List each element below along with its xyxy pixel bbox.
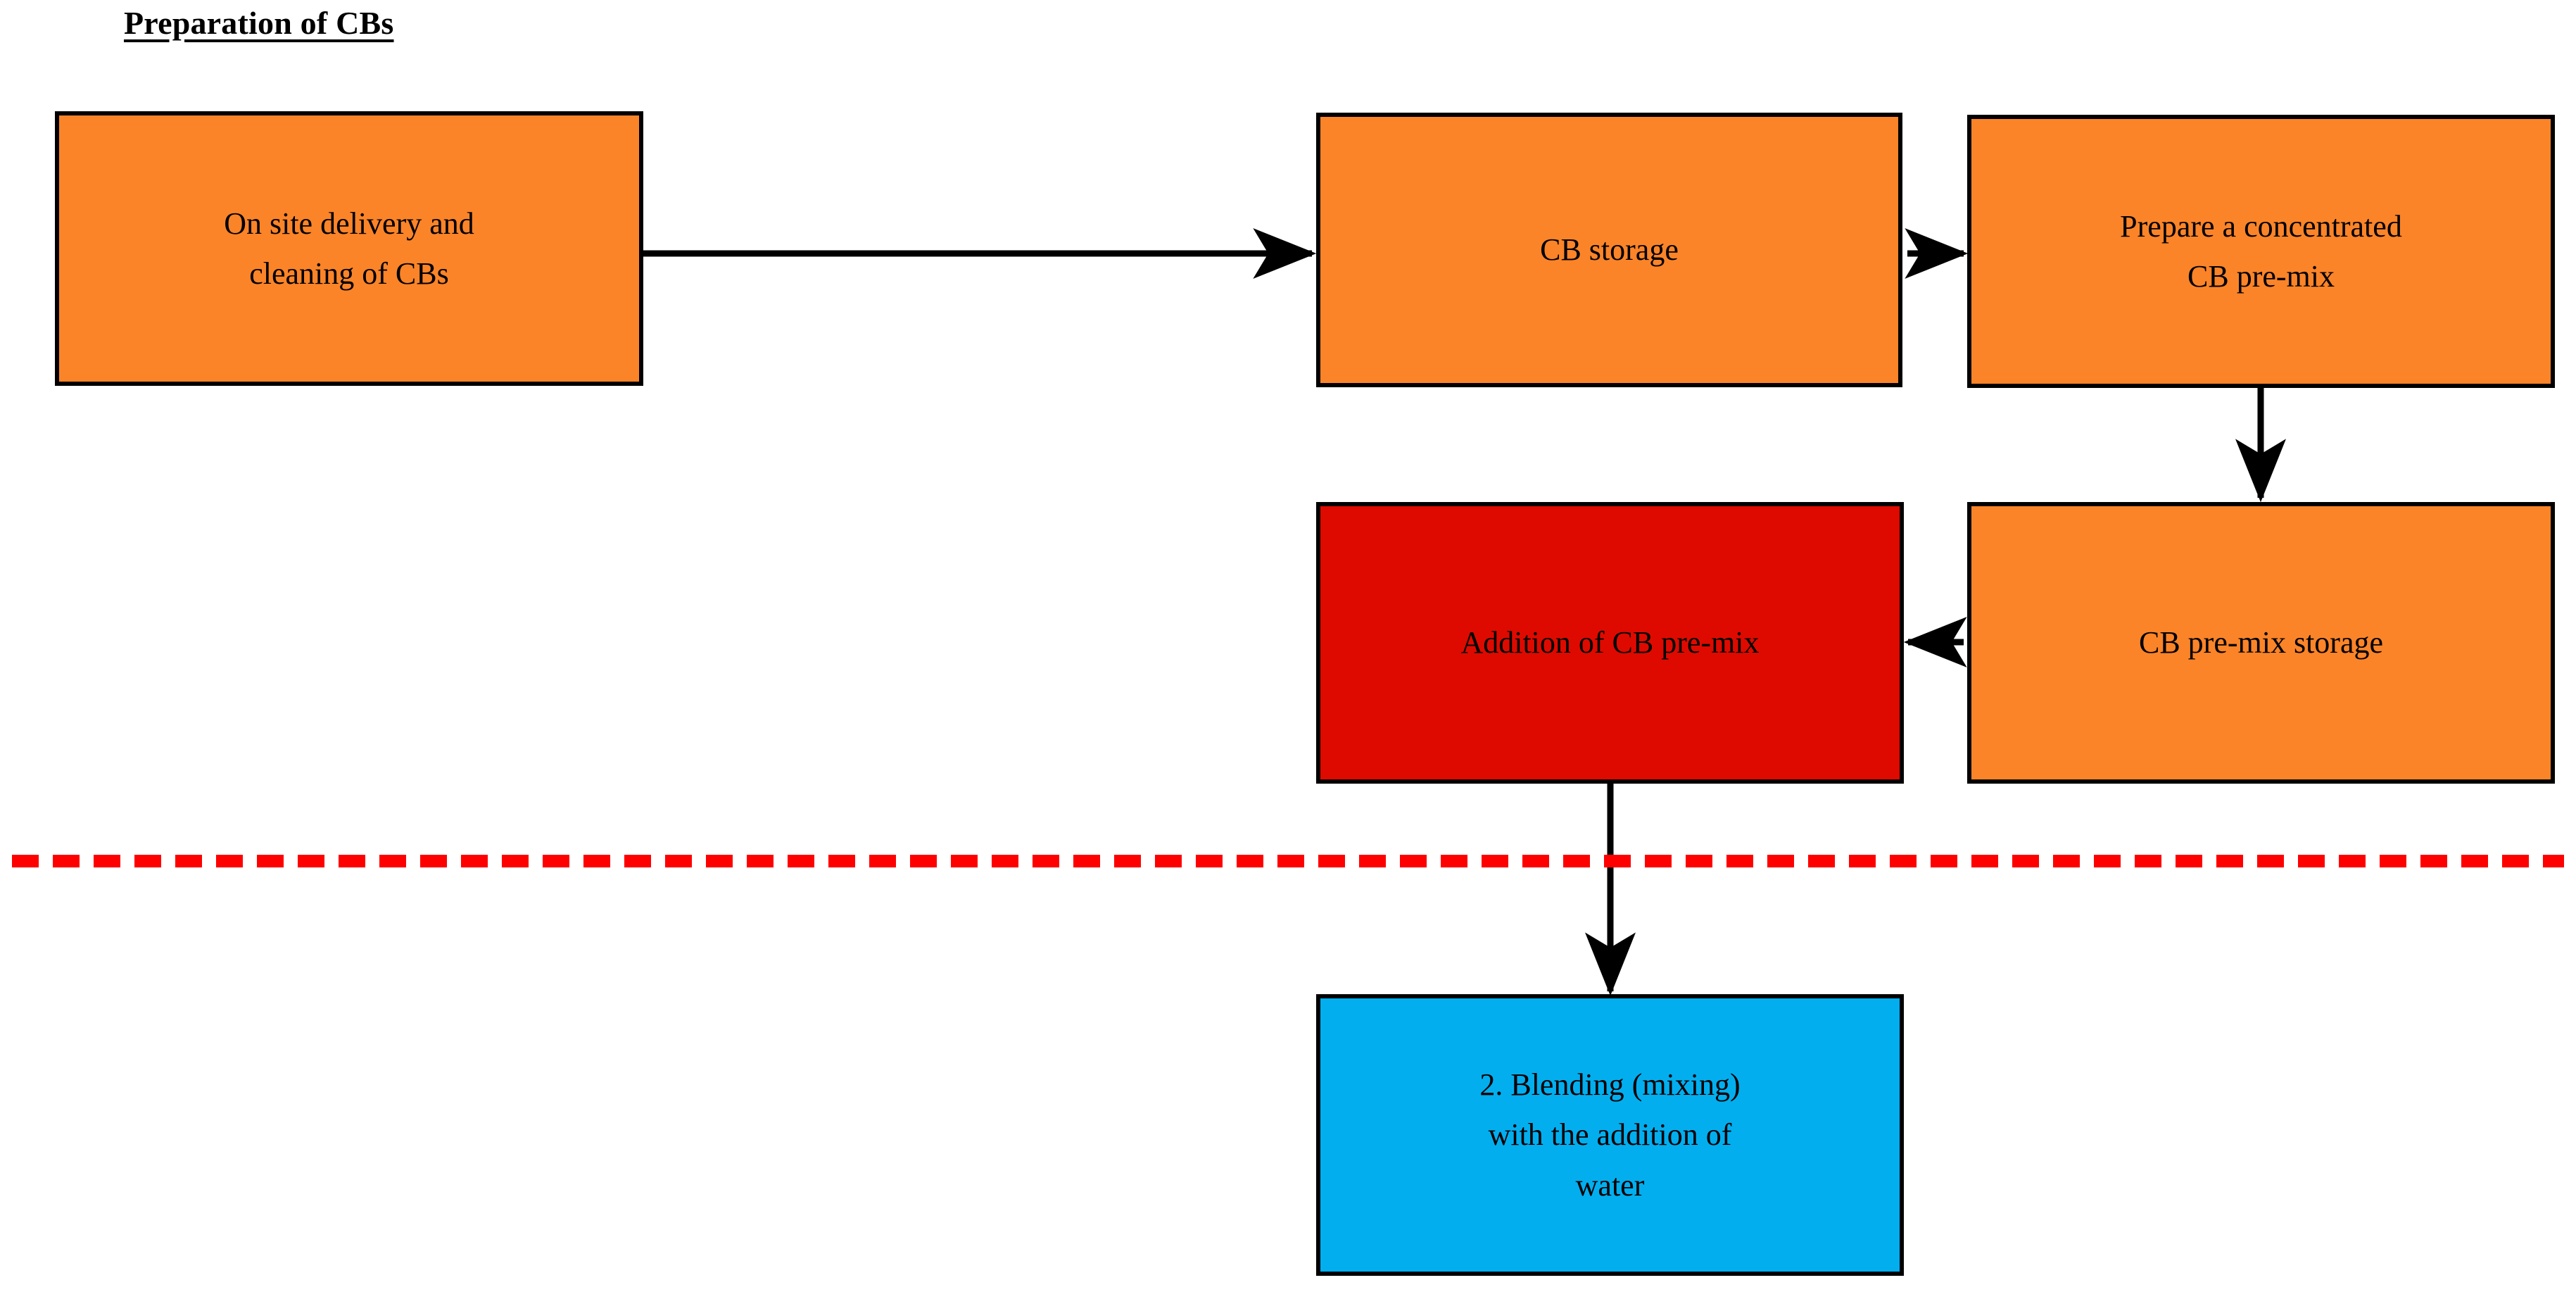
node-label-line: with the addition of xyxy=(1488,1117,1732,1153)
diagram-title: Preparation of CBs xyxy=(124,5,394,41)
node-cb-pre-mix-storage[interactable]: CB pre-mix storage xyxy=(1967,502,2555,784)
node-label-line: CB pre-mix storage xyxy=(2138,625,2384,660)
node-addition-of-cb-pre-mix[interactable]: Addition of CB pre-mix xyxy=(1316,502,1904,784)
node-label-line: 2. Blending (mixing) xyxy=(1479,1067,1741,1103)
stage-separator xyxy=(12,855,2564,867)
node-blending-mixing-with-the-addition-of-water[interactable]: 2. Blending (mixing) with the addition o… xyxy=(1316,994,1904,1276)
node-label-line: On site delivery and xyxy=(224,206,474,241)
node-cb-storage[interactable]: CB storage xyxy=(1316,113,1902,387)
node-on-site-delivery-and-cleaning-of-cbs[interactable]: On site delivery and cleaning of CBs xyxy=(55,111,643,386)
node-label-line: Prepare a concentrated xyxy=(2120,208,2402,244)
node-label-line: CB storage xyxy=(1540,232,1679,268)
node-label-line: water xyxy=(1575,1167,1645,1203)
node-label-line: cleaning of CBs xyxy=(249,256,449,291)
node-prepare-a-concentrated-cb-pre-mix[interactable]: Prepare a concentrated CB pre-mix xyxy=(1967,115,2555,388)
node-label-line: Addition of CB pre-mix xyxy=(1460,625,1760,660)
node-label-line: CB pre-mix xyxy=(2187,259,2335,294)
